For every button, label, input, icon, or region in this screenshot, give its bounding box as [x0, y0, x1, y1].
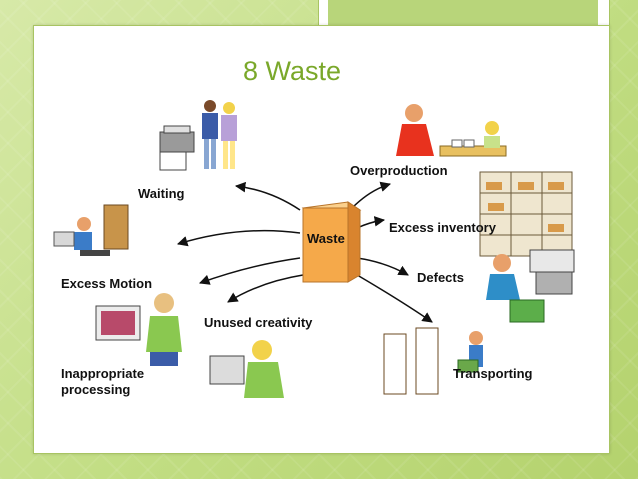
label-transporting: Transporting [453, 366, 533, 381]
arrow-to-transporting [351, 271, 433, 323]
arrow-to-excess-motion [176, 229, 301, 247]
arrow-to-waiting [234, 181, 301, 211]
label-overproduction: Overproduction [350, 163, 448, 178]
worker-at-printer-illustration [486, 249, 575, 323]
label-waiting: Waiting [138, 186, 185, 201]
slide-title: 8 Waste [243, 56, 342, 86]
thinking-person-at-computer-illustration [209, 340, 284, 398]
arrow-to-unused-creativity [227, 274, 304, 303]
label-defects: Defects [417, 270, 464, 285]
label-unused-creativity: Unused creativity [204, 315, 313, 330]
arrow-to-defects [356, 257, 409, 276]
arrow-to-excess-inventory [356, 216, 386, 229]
arrow-to-overproduction [351, 181, 392, 209]
storage-shelves-illustration [479, 171, 573, 257]
workers-stacking-products-illustration [396, 104, 507, 157]
person-with-cart-illustration [383, 327, 483, 395]
person-at-computer-illustration [95, 293, 182, 366]
arrows [176, 181, 433, 323]
arrow-to-inappropriate-processing [199, 257, 301, 285]
waste-book-icon [301, 201, 362, 283]
worker-reaching-illustration [53, 204, 129, 256]
center-waste-label: Waste [307, 231, 345, 246]
label-excess-inventory: Excess inventory [389, 220, 496, 235]
two-people-at-copier-illustration [159, 100, 237, 171]
label-excess-motion: Excess Motion [61, 276, 153, 291]
label-inappropriate-processing: Inappropriate processing [61, 366, 145, 397]
